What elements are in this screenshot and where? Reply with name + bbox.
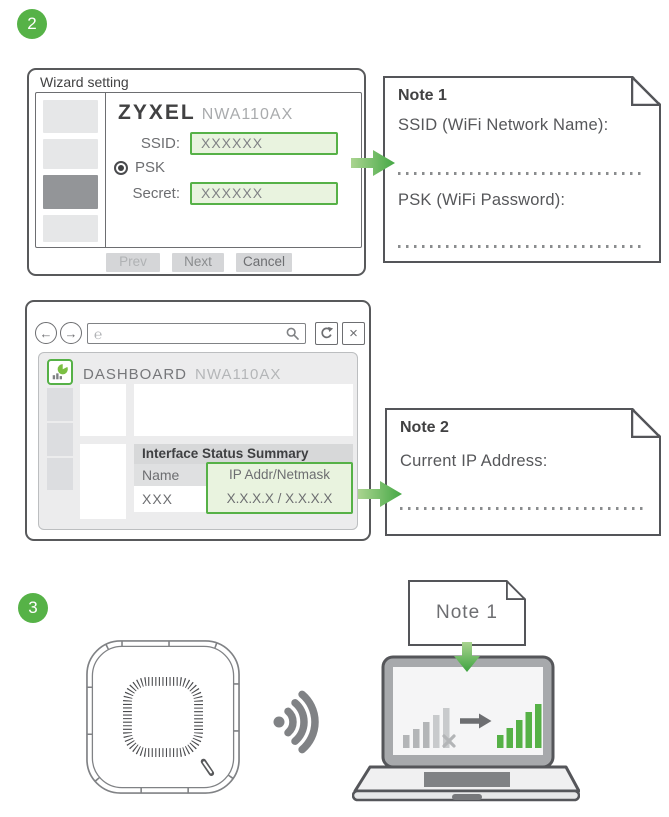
note1-psk-line: PSK (WiFi Password): bbox=[398, 191, 566, 209]
note2-title: Note 2 bbox=[400, 419, 449, 436]
write-in-line bbox=[398, 172, 646, 175]
step-3-badge: 3 bbox=[18, 593, 48, 623]
address-bar[interactable]: ℮ bbox=[87, 323, 306, 344]
note1-ssid-line: SSID (WiFi Network Name): bbox=[398, 116, 609, 134]
wizard-step-item-active[interactable] bbox=[43, 175, 98, 209]
model-name: NWA110AX bbox=[201, 106, 294, 123]
strong-signal-bars-icon bbox=[497, 704, 542, 748]
forward-icon[interactable]: → bbox=[60, 322, 82, 344]
cell-name-value: XXX bbox=[134, 486, 206, 512]
secret-input[interactable]: XXXXXX bbox=[190, 182, 338, 205]
wizard-step-item[interactable] bbox=[43, 100, 98, 133]
next-button[interactable]: Next bbox=[172, 253, 224, 272]
page-fold-icon bbox=[506, 580, 526, 600]
cell-ip-value: X.X.X.X / X.X.X.X bbox=[226, 491, 333, 506]
zyxel-logo: ZYXEL bbox=[118, 101, 196, 124]
laptop-illustration bbox=[352, 655, 580, 802]
wizard-body: ZYXEL NWA110AX SSID: XXXXXX PSK Secret: X… bbox=[35, 92, 362, 248]
col-header-ip: IP Addr/Netmask bbox=[228, 467, 331, 482]
wizard-button-row: Prev Next Cancel bbox=[29, 253, 364, 272]
write-in-line bbox=[398, 245, 646, 248]
note2-card: Note 2 Current IP Address: bbox=[385, 408, 661, 536]
dashboard-model: NWA110AX bbox=[195, 366, 282, 383]
psk-label: PSK bbox=[135, 159, 166, 176]
psk-radio-row: PSK bbox=[114, 159, 165, 176]
browser-window: ← → ℮ × DASHBOARD NWA110AX bbox=[25, 300, 371, 541]
note2-ip-line: Current IP Address: bbox=[400, 452, 548, 470]
nav-strip-item[interactable] bbox=[47, 388, 73, 421]
back-icon[interactable]: ← bbox=[35, 322, 57, 344]
transition-arrow-icon bbox=[460, 713, 492, 729]
cancel-button[interactable]: Cancel bbox=[236, 253, 292, 272]
ip-column-highlight: IP Addr/Netmask X.X.X.X / X.X.X.X bbox=[206, 462, 353, 514]
col-header-name: Name bbox=[134, 464, 206, 486]
dashboard-heading: DASHBOARD NWA110AX bbox=[83, 366, 281, 383]
dashboard-label: DASHBOARD bbox=[83, 366, 188, 383]
wizard-title: Wizard setting bbox=[40, 74, 129, 90]
arrow-right-icon bbox=[358, 481, 402, 507]
page-fold-icon bbox=[631, 408, 661, 438]
widget-placeholder bbox=[80, 384, 126, 436]
access-point-illustration bbox=[86, 640, 240, 794]
write-in-line bbox=[400, 507, 646, 510]
nav-strip-item[interactable] bbox=[47, 458, 73, 490]
note1-reference-card: Note 1 bbox=[408, 580, 526, 646]
brand-logo: ZYXEL NWA110AX bbox=[118, 101, 293, 125]
refresh-icon[interactable] bbox=[315, 322, 338, 345]
ssid-label: SSID: bbox=[140, 135, 180, 152]
note1-reference-title: Note 1 bbox=[436, 602, 498, 623]
note1-card: Note 1 SSID (WiFi Network Name): PSK (Wi… bbox=[383, 76, 661, 263]
interface-summary-title: Interface Status Summary bbox=[134, 444, 353, 464]
secret-label: Secret: bbox=[132, 185, 180, 202]
arrow-right-icon bbox=[351, 150, 395, 176]
nav-strip-item[interactable] bbox=[47, 423, 73, 456]
wizard-form: ZYXEL NWA110AX SSID: XXXXXX PSK Secret: X… bbox=[106, 93, 361, 247]
touchpad bbox=[424, 772, 510, 787]
wizard-step-item[interactable] bbox=[43, 215, 98, 242]
wizard-dialog: Wizard setting ZYXEL NWA110AX SSID: XXXXX… bbox=[27, 68, 366, 276]
search-icon bbox=[286, 327, 299, 340]
browser-globe-icon: ℮ bbox=[94, 325, 103, 342]
ssid-input[interactable]: XXXXXX bbox=[190, 132, 338, 155]
widget-placeholder bbox=[134, 384, 353, 436]
wizard-step-item[interactable] bbox=[43, 139, 98, 169]
psk-radio-button[interactable] bbox=[114, 160, 128, 175]
widget-placeholder bbox=[80, 444, 126, 519]
step-2-badge: 2 bbox=[17, 9, 47, 39]
page-fold-icon bbox=[631, 76, 661, 106]
close-icon[interactable]: × bbox=[342, 322, 365, 345]
prev-button[interactable]: Prev bbox=[106, 253, 160, 272]
arrow-down-icon bbox=[454, 642, 480, 672]
wifi-waves-icon bbox=[273, 690, 319, 754]
dashboard-icon[interactable] bbox=[47, 359, 73, 385]
note1-title: Note 1 bbox=[398, 87, 447, 104]
weak-signal-bars-icon bbox=[403, 708, 456, 748]
wizard-step-list bbox=[36, 93, 106, 247]
dashboard-panel: DASHBOARD NWA110AX Interface Status Summa… bbox=[38, 352, 358, 530]
